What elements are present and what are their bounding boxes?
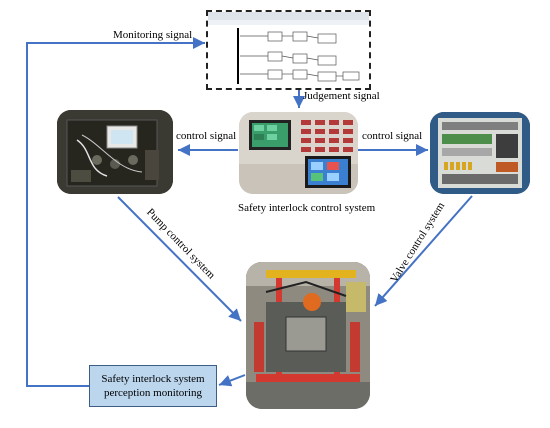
logic-diagram-image xyxy=(206,10,371,90)
perception-arrow xyxy=(218,374,246,387)
perception-monitoring-box: Safety interlock system perception monit… xyxy=(89,365,217,407)
judgement-signal-label: Judgement signal xyxy=(303,90,380,102)
valve-control-arrow xyxy=(374,195,473,307)
safety-system-label: Safety interlock control system xyxy=(238,202,376,214)
safety-control-panel-image xyxy=(239,112,358,194)
pump-control-cabinet-image xyxy=(57,110,173,194)
control-signal-right-label: control signal xyxy=(362,130,423,142)
control-signal-left-label: control signal xyxy=(176,130,237,142)
pump-control-arrow xyxy=(117,196,242,322)
valve-control-cabinet-image xyxy=(430,112,530,194)
perception-line-2: perception monitoring xyxy=(103,387,203,399)
monitoring-signal-label: Monitoring signal xyxy=(113,29,193,41)
monitoring-signal-arrow xyxy=(26,37,205,387)
test-rig-image xyxy=(246,262,370,409)
perception-line-1: Safety interlock system xyxy=(101,373,205,385)
